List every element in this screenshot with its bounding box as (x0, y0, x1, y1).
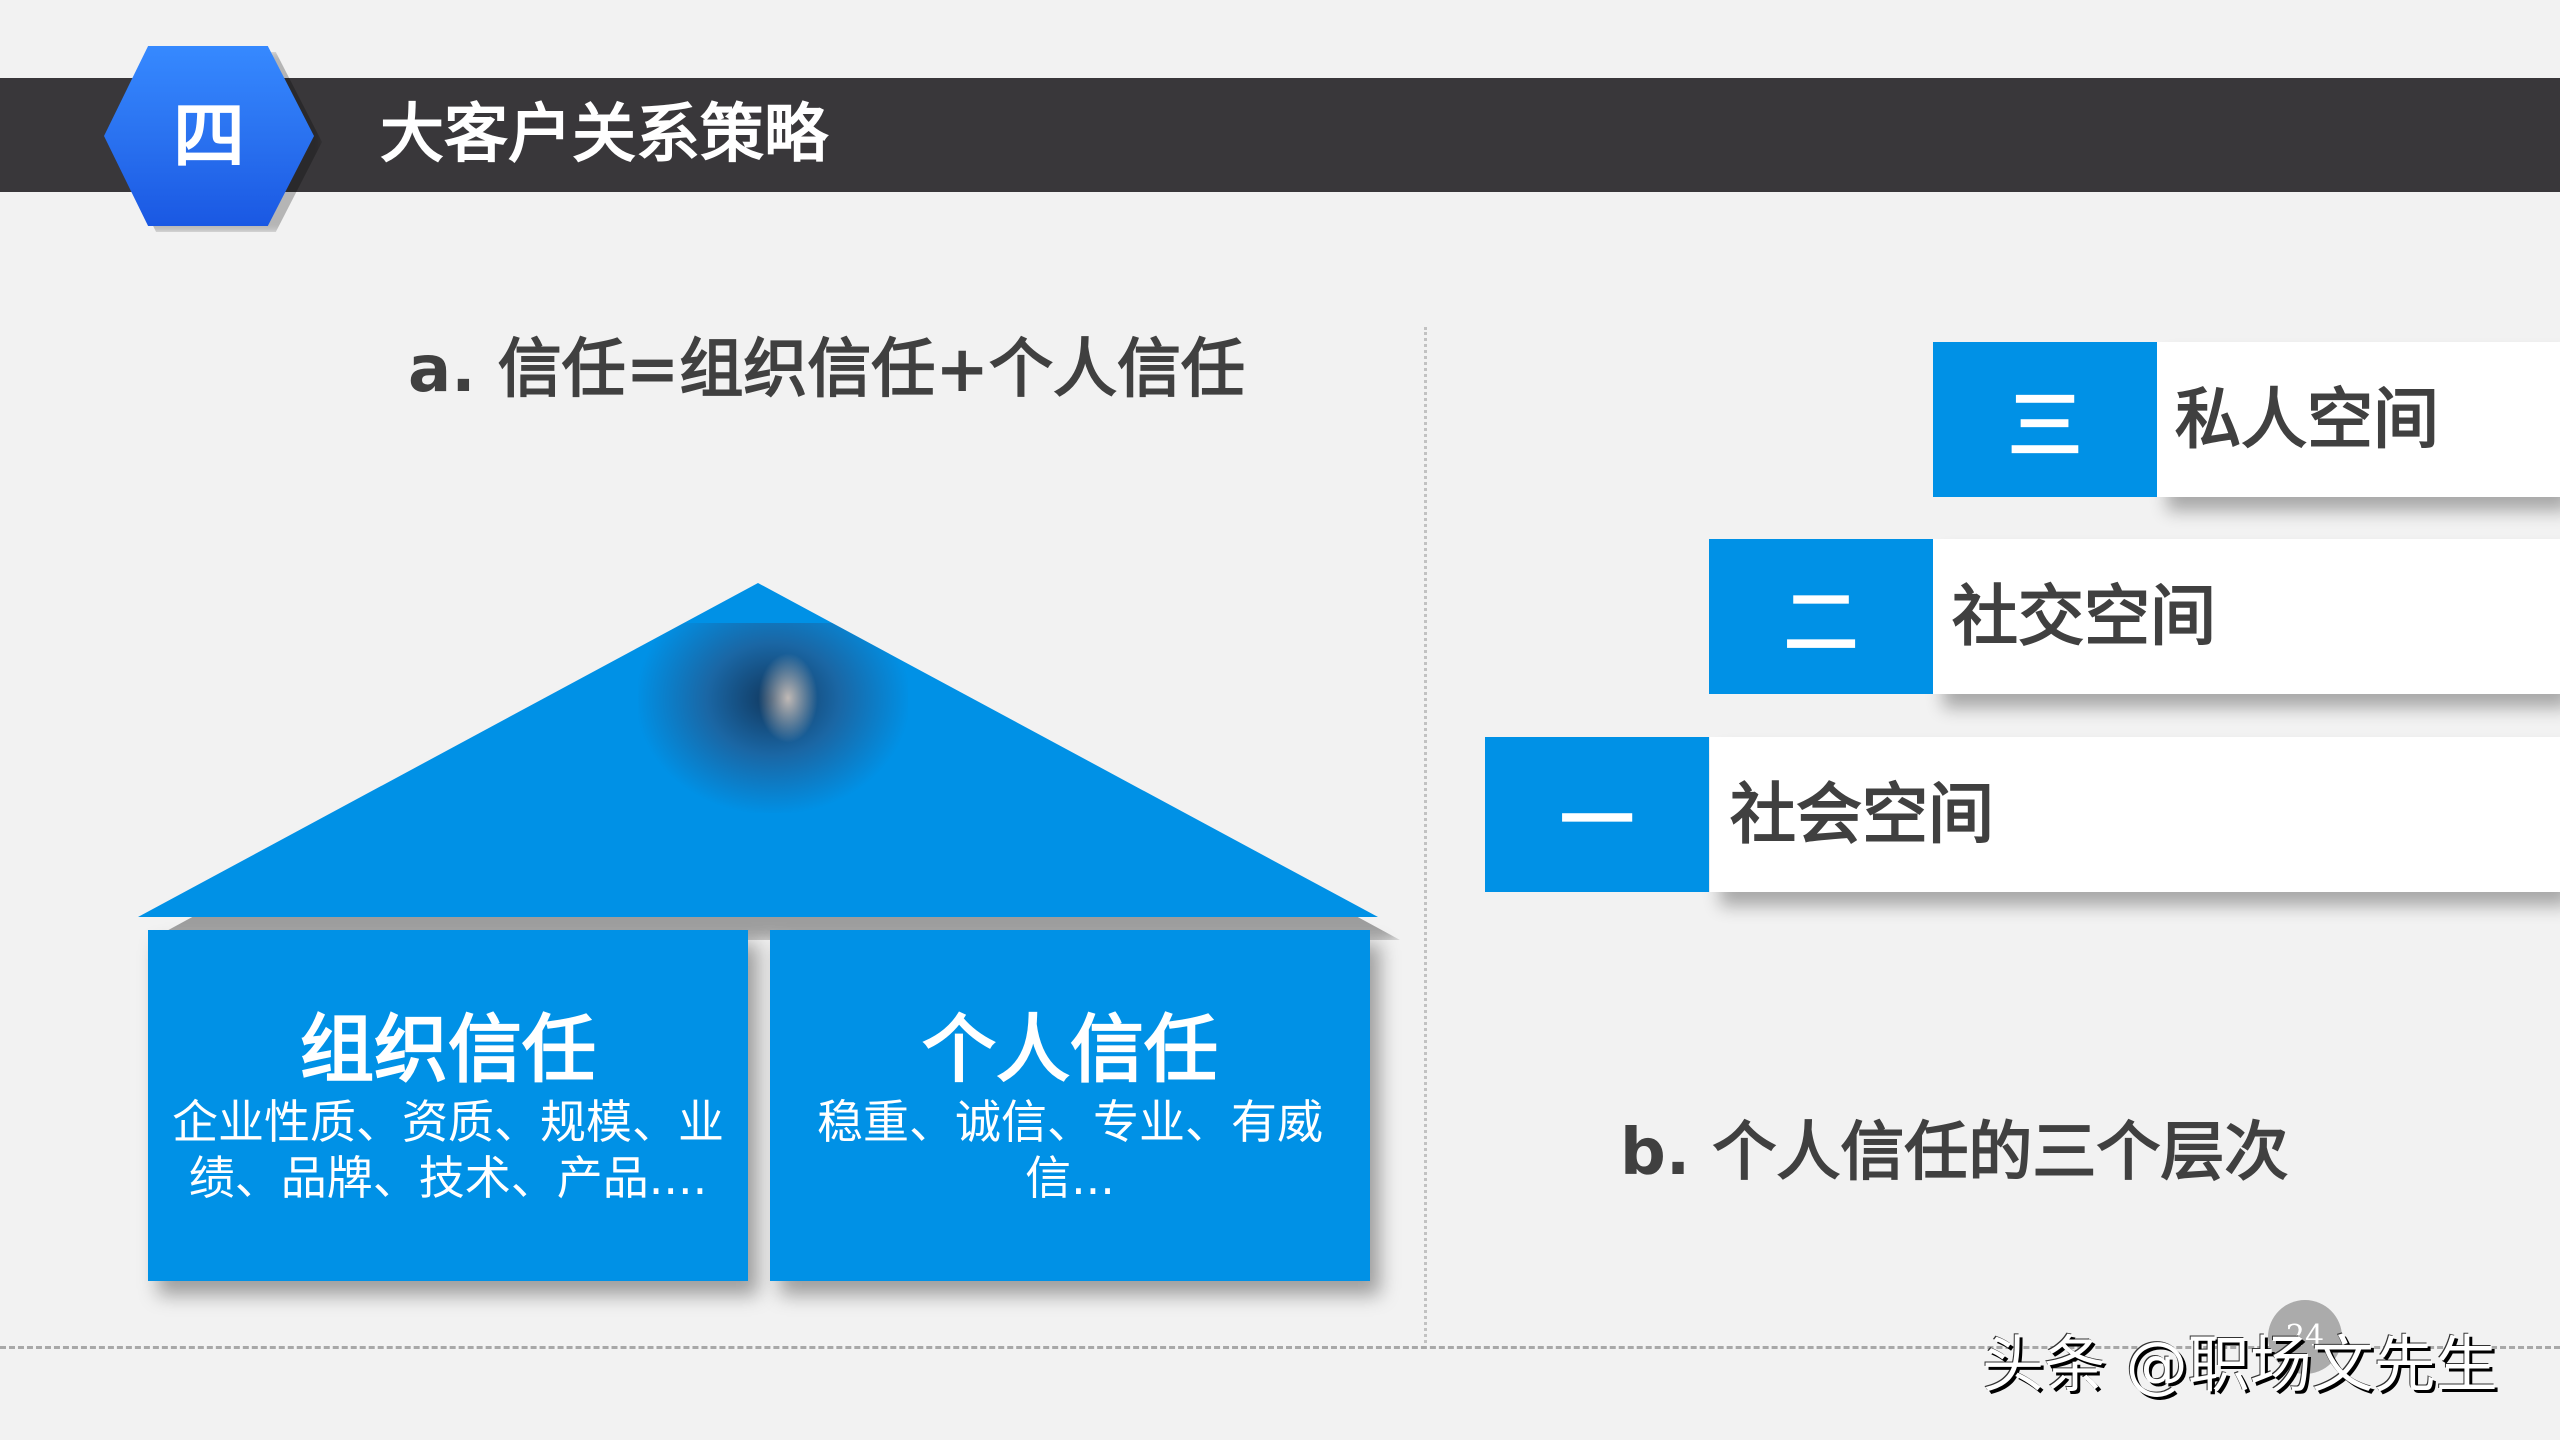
page-number-badge: 24 (2268, 1300, 2342, 1374)
trust-levels-heading: b. 个人信任的三个层次 (1620, 1116, 2289, 1190)
hands-highlight (758, 653, 818, 743)
pillar-description: 稳重、诚信、专业、有威信... (817, 1095, 1323, 1205)
level-bar (1710, 737, 2560, 892)
level-label: 私人空间 (2175, 381, 2439, 458)
level-number: 二 (1784, 580, 1858, 666)
level-bar (1933, 539, 2560, 694)
level-label: 社会空间 (1730, 776, 1994, 853)
watermark: 头条 @职场文先生 (1982, 1328, 2498, 1401)
level-number-box: 二 (1709, 539, 1933, 694)
pillar-organizational-trust: 组织信任 企业性质、资质、规模、业绩、品牌、技术、产品.... (148, 930, 748, 1281)
level-private-space: 三 私人空间 (0, 342, 2560, 497)
pillar-title: 组织信任 (300, 1007, 596, 1093)
section-number-badge: 四 (104, 46, 314, 226)
level-bar (2157, 342, 2560, 497)
level-number-box: 三 (1933, 342, 2157, 497)
level-label: 社交空间 (1952, 578, 2216, 655)
footer-divider (0, 1346, 2560, 1349)
level-society-space: 一 社会空间 (0, 737, 2560, 892)
level-social-space: 二 社交空间 (0, 539, 2560, 694)
pillar-personal-trust: 个人信任 稳重、诚信、专业、有威信... (770, 930, 1370, 1281)
vertical-divider (1424, 327, 1427, 1343)
header-bar (0, 78, 2560, 192)
section-number: 四 (172, 94, 245, 178)
level-number: 一 (1560, 778, 1634, 864)
pillar-title: 个人信任 (922, 1007, 1218, 1093)
level-number-box: 一 (1485, 737, 1709, 892)
pillar-description: 企业性质、资质、规模、业绩、品牌、技术、产品.... (172, 1095, 724, 1205)
page-title: 大客户关系策略 (380, 98, 828, 172)
trust-equation-heading: a. 信任=组织信任+个人信任 (408, 333, 1246, 407)
level-number: 三 (2008, 383, 2082, 469)
